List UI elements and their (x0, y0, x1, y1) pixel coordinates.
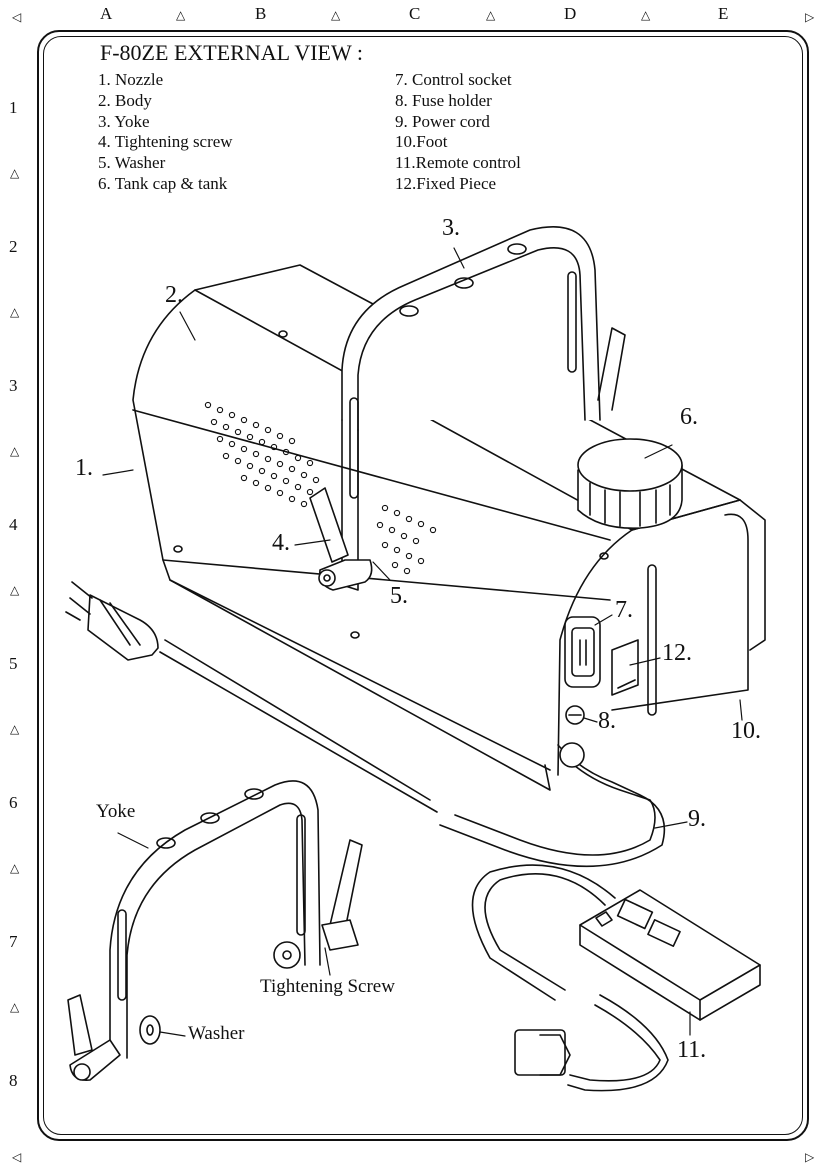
grid-row-4: 4 (9, 515, 18, 534)
callout-tightening-screw: 4. (272, 530, 290, 556)
parts-list-item: 12.Fixed Piece (395, 173, 497, 193)
callout-power-cord: 9. (688, 806, 706, 832)
callout-body: 2. (165, 282, 183, 308)
triangle-marker-icon: △ (486, 8, 496, 22)
power-cord (159, 639, 666, 868)
parts-list-item: 11.Remote control (395, 153, 521, 173)
parts-list-item: 3. Yoke (98, 111, 150, 131)
triangle-marker-icon: △ (331, 8, 341, 22)
grid-row-7: 7 (9, 932, 18, 951)
callout-tank-cap: 6. (680, 404, 698, 430)
power-plug (65, 581, 159, 661)
parts-list-item: 8. Fuse holder (395, 90, 492, 110)
parts-list-right: 7. Control socket 8. Fuse holder 9. Powe… (395, 70, 521, 195)
grid-column-c: C (409, 4, 421, 23)
parts-list-item: 5. Washer (98, 153, 166, 173)
callout-foot: 10. (731, 718, 761, 744)
triangle-marker-icon: △ (176, 8, 186, 22)
control-socket (564, 616, 601, 688)
parts-list-left: 1. Nozzle 2. Body 3. Yoke 4. Tightening … (98, 70, 233, 195)
triangle-marker-icon: △ (10, 444, 20, 458)
callout-control-socket: 7. (615, 597, 633, 623)
fuse-holder (565, 705, 585, 725)
parts-list-item: 4. Tightening screw (98, 132, 233, 152)
triangle-marker-icon: △ (10, 861, 20, 875)
leader-lines (102, 247, 743, 1037)
vent-holes (204, 401, 437, 575)
triangle-marker-icon: △ (10, 305, 20, 319)
grid-column-e: E (718, 4, 729, 23)
callout-yoke: 3. (442, 215, 460, 241)
grid-row-2: 2 (9, 237, 18, 256)
parts-list-item: 7. Control socket (395, 70, 512, 89)
callout-nozzle: 1. (75, 455, 93, 481)
label-tightening-screw: Tightening Screw (260, 976, 395, 997)
grid-row-6: 6 (9, 793, 18, 812)
drawing-frame-inner (43, 36, 803, 1135)
parts-list-item: 9. Power cord (395, 111, 490, 131)
triangle-marker-icon: △ (10, 1000, 20, 1014)
remote-control (471, 864, 761, 1092)
triangle-marker-icon: ◁ (12, 1150, 22, 1164)
page-title: F-80ZE EXTERNAL VIEW : (100, 40, 363, 65)
triangle-marker-icon: ▷ (805, 1150, 815, 1164)
mounted-yoke (341, 226, 626, 591)
drawing-frame (37, 30, 809, 1141)
parts-list-item: 10.Foot (395, 132, 448, 152)
parts-list-item: 2. Body (98, 90, 152, 110)
callout-fixed-piece: 12. (662, 640, 692, 666)
rear-panel (557, 499, 766, 776)
triangle-marker-icon: △ (10, 583, 20, 597)
tightening-screw-handle (309, 487, 373, 591)
grid-column-b: B (255, 4, 267, 23)
parts-list-item: 6. Tank cap & tank (98, 173, 228, 193)
detail-yoke (67, 780, 363, 1082)
triangle-marker-icon: ▷ (805, 10, 815, 24)
label-yoke: Yoke (96, 801, 136, 822)
callout-washer: 5. (390, 583, 408, 609)
callout-remote-control: 11. (677, 1037, 707, 1063)
grid-column-a: A (100, 4, 113, 23)
parts-list-item: 1. Nozzle (98, 70, 164, 89)
grid-row-5: 5 (9, 654, 18, 673)
callout-fuse-holder: 8. (598, 708, 616, 734)
tank-cap (577, 438, 683, 529)
grid-row-3: 3 (9, 376, 18, 395)
triangle-marker-icon: △ (10, 166, 20, 180)
triangle-marker-icon: ◁ (12, 10, 22, 24)
grid-column-d: D (564, 4, 577, 23)
grid-row-8: 8 (9, 1071, 18, 1090)
triangle-marker-icon: △ (641, 8, 651, 22)
triangle-marker-icon: △ (10, 722, 20, 736)
fixed-piece (611, 639, 639, 696)
label-washer: Washer (188, 1023, 245, 1044)
grid-row-1: 1 (9, 98, 18, 117)
